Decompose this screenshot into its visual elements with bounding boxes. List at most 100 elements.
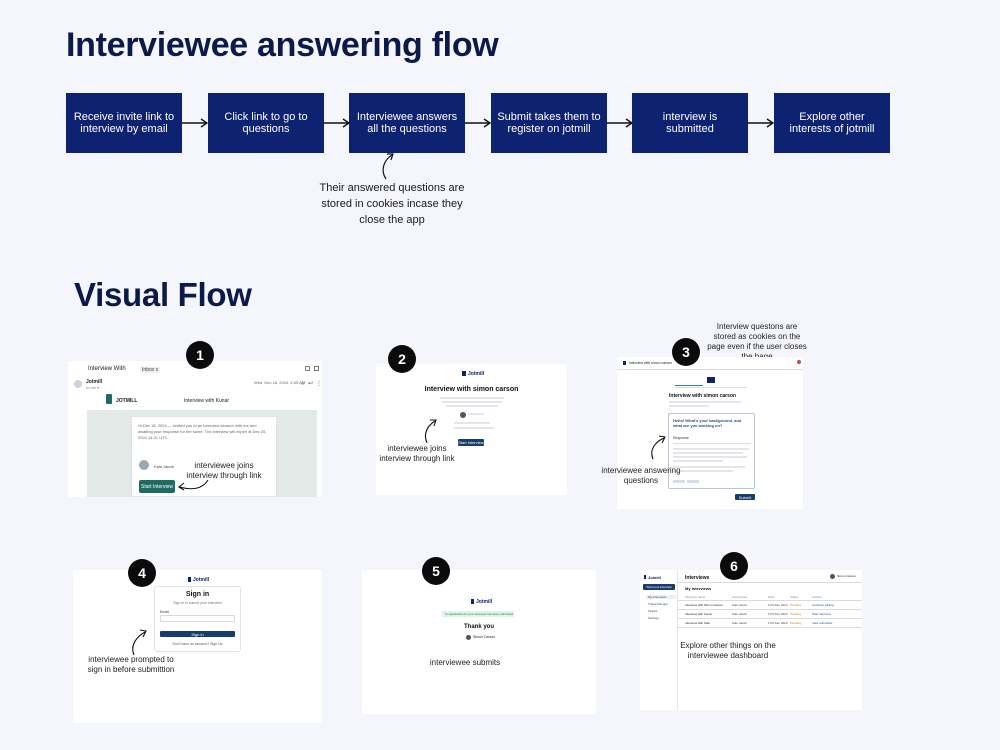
- interviewer-avatar: [460, 412, 466, 418]
- step-3-title: Interview with simon carson: [669, 393, 736, 399]
- sender-avatar: [74, 380, 82, 388]
- step-6-brand: Jotmill: [648, 575, 661, 580]
- col-date: Date: [768, 595, 775, 599]
- col-interviewee: Interviewee: [732, 595, 748, 599]
- flow-step-1: Receive invite link to interview by emai…: [66, 93, 182, 153]
- signin-card: Sign in Sign in to submit your interview…: [154, 586, 241, 652]
- row-action[interactable]: Continue editing: [812, 603, 834, 607]
- sender-name: Jotmill: [86, 379, 103, 385]
- sidebar-item-my-interviews[interactable]: My interviews: [646, 595, 676, 599]
- jotmill-logo-icon: [106, 394, 112, 404]
- row-action[interactable]: View submitted: [812, 621, 833, 625]
- step-6-caption: Explore other things on the interviewee …: [680, 641, 776, 660]
- print-icon[interactable]: [305, 366, 310, 371]
- curved-pointer-icon: [382, 153, 394, 180]
- flow-arrow-icon: [465, 118, 491, 128]
- step-5-brand: Jotmill: [476, 599, 493, 605]
- dashboard-title: Interviews: [685, 575, 710, 581]
- flow-step-2: Click link to go to questions: [208, 93, 324, 153]
- email-heading: Interview with Kunar: [184, 398, 230, 404]
- signin-subtitle: Sign in to submit your interview: [173, 601, 222, 605]
- inbox-tag: Inbox x: [140, 367, 161, 373]
- jotmill-logo-icon: [462, 371, 466, 376]
- status-badge: Pending: [790, 603, 802, 607]
- sidebar: [640, 570, 678, 710]
- question-text: Hello! What's your background, and what …: [673, 418, 742, 428]
- flow-arrow-icon: [748, 118, 774, 128]
- flow-arrow-icon: [607, 118, 633, 128]
- curved-pointer-icon: [651, 435, 666, 460]
- curved-pointer-icon: [132, 629, 147, 656]
- sidebar-item-tickets[interactable]: Tickets: [648, 609, 658, 613]
- user-name: Simon Carson: [473, 635, 496, 639]
- step-1-badge: 1: [186, 341, 214, 369]
- visual-flow-title: Visual Flow: [74, 276, 252, 313]
- user-avatar[interactable]: [830, 574, 835, 579]
- step-5-badge: 5: [422, 557, 450, 585]
- more-icon[interactable]: ⋮: [316, 381, 322, 387]
- email-body: Hi Dec 18, 2024 — Invited you to an inte…: [138, 423, 267, 440]
- sender-signature: Kalu Jacob: [154, 464, 174, 469]
- curved-pointer-icon: [424, 419, 437, 444]
- step-6-dashboard-screenshot: Jotmill Start new interview My interview…: [640, 570, 862, 710]
- flow-arrow-icon: [182, 118, 208, 128]
- response-label: Response: [673, 436, 689, 440]
- topbar-title: Interview with simon carson: [629, 361, 672, 365]
- thankyou-title: Thank you: [463, 624, 494, 630]
- step-1-email-screenshot: Interview With Inbox x Jotmill to me ▾ W…: [68, 361, 322, 497]
- new-interview-button[interactable]: Start new interview: [643, 584, 675, 590]
- curved-arrow-icon: [178, 479, 209, 491]
- col-actions: Actions: [812, 595, 822, 599]
- step-3-caption: interviewee answering questions: [601, 466, 681, 485]
- sidebar-item-transcribe[interactable]: Transcribe app: [648, 602, 668, 606]
- open-window-icon[interactable]: [314, 366, 319, 371]
- success-text: Congratulations! your interview has been…: [445, 612, 514, 616]
- signup-link[interactable]: Don't have an account? Sign Up: [172, 642, 223, 646]
- visual-note: Interview questons are stored as cookies…: [707, 322, 807, 361]
- email-field[interactable]: [160, 615, 235, 622]
- email-subject: Interview With: [88, 366, 126, 372]
- signin-title: Sign in: [185, 591, 210, 598]
- status-badge: Pending: [790, 621, 802, 625]
- email-brand: JOTMILL: [116, 398, 138, 404]
- sender-photo: [139, 460, 149, 470]
- email-card: Hi Dec 18, 2024 — Invited you to an inte…: [131, 416, 277, 497]
- row-action[interactable]: Start interview: [812, 612, 832, 616]
- step-4-brand: Jotmill: [193, 577, 210, 583]
- flow-step-4: Submit takes them to register on jotmill: [491, 93, 607, 153]
- step-1-caption: interviewee joins interview through link: [186, 461, 262, 480]
- email-date: Wed, Dec 18, 2024, 4:05 AM: [254, 380, 306, 385]
- user-avatar: [466, 635, 471, 640]
- step-4-badge: 4: [128, 559, 156, 587]
- start-interview-button[interactable]: Start Interview: [139, 480, 175, 493]
- status-badge: Pending: [790, 612, 802, 616]
- step-2-title: Interview with simon carson: [424, 386, 519, 393]
- star-icon[interactable]: ☆: [300, 381, 306, 387]
- header-user-name: Simon Carson: [837, 574, 857, 578]
- step-4-caption: interviewee prompted to sign in before s…: [87, 655, 175, 674]
- email-label: Email: [160, 610, 169, 614]
- flow-step-5: interview is submitted: [632, 93, 748, 153]
- start-interview-button[interactable]: Start Interview: [458, 439, 484, 446]
- step-5-caption: interviewee submits: [429, 658, 501, 667]
- step-4-signin-screenshot: Jotmill Sign in Sign in to submit your i…: [73, 570, 322, 723]
- step-2-badge: 2: [388, 345, 416, 373]
- section-title: My Interviews: [685, 586, 712, 591]
- col-name: Interview name: [685, 595, 706, 599]
- step-3-answering-screenshot: Interview with simon carson Interview wi…: [617, 357, 803, 509]
- question-card: Hello! What's your background, and what …: [668, 413, 755, 489]
- flow-arrow-icon: [324, 118, 350, 128]
- step-2-caption: interviewee joins interview through link: [379, 444, 455, 463]
- col-status: Status: [790, 595, 799, 599]
- flow-step-3: Interviewee answers all the questions: [349, 93, 465, 153]
- signin-button[interactable]: Sign in: [160, 631, 235, 637]
- step-2-brand: Jotmill: [468, 371, 485, 377]
- flow-note: Their answered questions are stored in c…: [319, 182, 465, 226]
- flow-title: Interviewee answering flow: [66, 26, 499, 64]
- submit-button[interactable]: Submit: [735, 494, 755, 500]
- sidebar-item-settings[interactable]: Settings: [648, 616, 659, 620]
- step-5-thankyou-screenshot: Jotmill Congratulations! your interview …: [362, 570, 596, 714]
- success-banner: Congratulations! your interview has been…: [442, 611, 514, 617]
- step-6-badge: 6: [720, 552, 748, 580]
- reply-icon[interactable]: ↩: [308, 381, 314, 387]
